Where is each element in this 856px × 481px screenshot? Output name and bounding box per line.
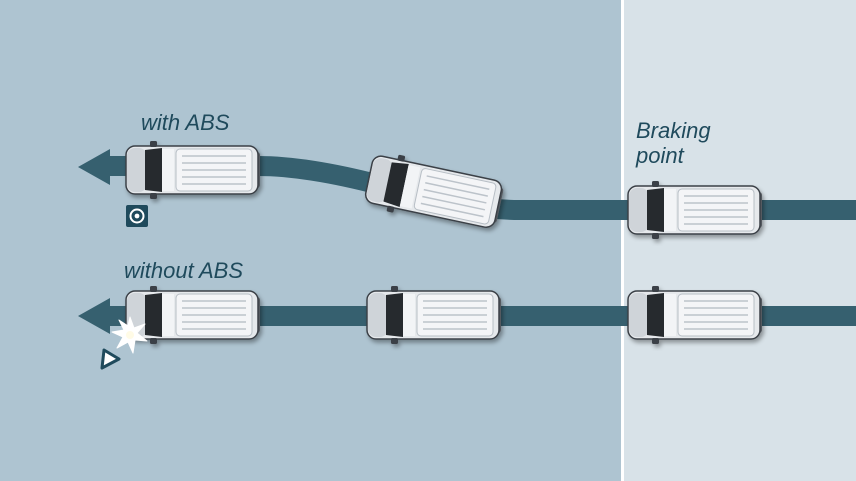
van-with-abs-start xyxy=(627,180,763,240)
label-with-abs: with ABS xyxy=(141,110,230,135)
van-with-abs-end xyxy=(125,140,261,200)
van-without-abs-start xyxy=(627,285,763,345)
label-braking-point-line1: Braking xyxy=(636,118,711,143)
abs-warning-light-icon xyxy=(126,205,148,227)
label-without-abs: without ABS xyxy=(124,258,244,283)
van-without-abs-middle xyxy=(366,285,502,345)
braking-point-line xyxy=(621,0,624,481)
traffic-cone-icon xyxy=(100,348,121,370)
pre-braking-zone xyxy=(624,0,856,481)
collision-burst-icon xyxy=(111,316,148,354)
label-braking-point-line2: point xyxy=(636,143,684,168)
arrow-head-with-abs xyxy=(78,149,110,185)
braking-zone xyxy=(0,0,624,481)
arrow-head-without-abs xyxy=(78,298,110,334)
label-braking-point: Braking point xyxy=(636,118,711,168)
van-without-abs-end xyxy=(125,285,261,345)
